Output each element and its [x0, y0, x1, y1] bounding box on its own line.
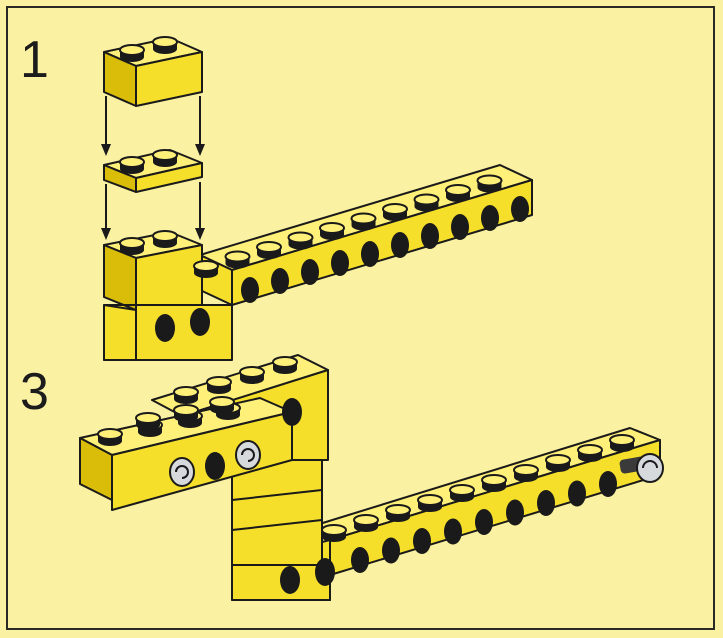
stud: [257, 242, 281, 259]
stud: [174, 405, 198, 422]
beam-hole: [241, 277, 259, 303]
stud: [120, 238, 144, 255]
step-1-illustration: [101, 37, 532, 360]
stud: [153, 150, 177, 167]
stud: [478, 176, 502, 193]
stud: [320, 223, 344, 240]
beam-hole: [282, 398, 302, 426]
stud: [383, 204, 407, 221]
beam-hole: [155, 314, 175, 342]
beam-hole: [481, 205, 499, 231]
stud: [120, 157, 144, 174]
beam-hole: [475, 509, 493, 535]
stud: [415, 195, 439, 212]
beam-hole: [568, 481, 586, 507]
stud: [450, 485, 474, 502]
stud: [354, 515, 378, 532]
beam-hole: [271, 268, 289, 294]
stud: [273, 357, 297, 374]
stud: [418, 495, 442, 512]
stud: [289, 233, 313, 250]
beam-hole: [599, 471, 617, 497]
stud: [546, 455, 570, 472]
beam-hole: [382, 538, 400, 564]
beam-hole: [331, 250, 349, 276]
beam-hole: [537, 490, 555, 516]
stud: [174, 387, 198, 404]
step-3-illustration: [80, 355, 663, 600]
stud: [210, 397, 234, 414]
stud: [226, 252, 250, 269]
stud: [578, 445, 602, 462]
stud: [514, 465, 538, 482]
stud: [194, 261, 218, 278]
beam-hole: [361, 241, 379, 267]
beam-hole: [391, 232, 409, 258]
beam-hole: [315, 558, 335, 586]
stud: [98, 429, 122, 446]
beam-hole: [413, 528, 431, 554]
beam-hole: [190, 308, 210, 336]
beam-hole: [351, 547, 369, 573]
stud: [322, 525, 346, 542]
stud: [207, 377, 231, 394]
beam-hole: [301, 259, 319, 285]
beam-hole: [444, 519, 462, 545]
stud: [610, 435, 634, 452]
beam-hole: [506, 500, 524, 526]
beam-hole: [421, 223, 439, 249]
stud: [482, 475, 506, 492]
stud: [240, 367, 264, 384]
beam-hole: [280, 566, 300, 594]
stud: [153, 37, 177, 54]
beam-hole: [451, 214, 469, 240]
stud: [386, 505, 410, 522]
stud: [446, 185, 470, 202]
beam-hole: [205, 452, 225, 480]
stud: [136, 413, 160, 430]
stud: [153, 231, 177, 248]
stud: [352, 214, 376, 231]
stud: [120, 45, 144, 62]
beam-hole: [511, 196, 529, 222]
